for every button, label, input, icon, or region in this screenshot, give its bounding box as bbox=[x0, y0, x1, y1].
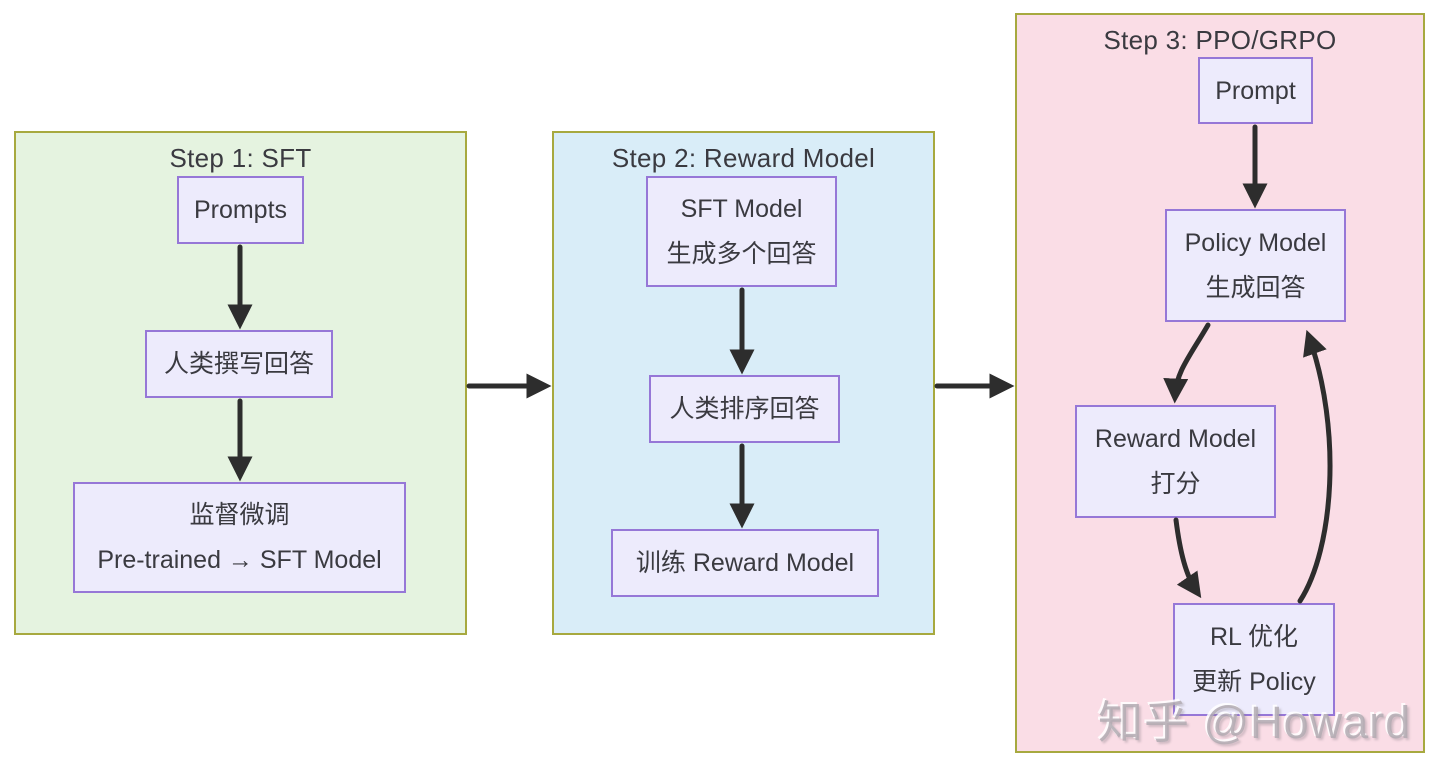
node-human-rank-answers: 人类排序回答 bbox=[649, 375, 840, 443]
node-sft-model-generate: SFT Model 生成多个回答 bbox=[646, 176, 837, 287]
node-sft-model-generate-line2: 生成多个回答 bbox=[666, 240, 817, 268]
node-prompt: Prompt bbox=[1198, 57, 1313, 124]
node-reward-model-score-line1: Reward Model bbox=[1094, 425, 1257, 453]
node-human-write-answer: 人类撰写回答 bbox=[145, 330, 333, 398]
node-rl-optimize-line2: 更新 Policy bbox=[1192, 668, 1316, 696]
node-human-rank-answers-label: 人类排序回答 bbox=[669, 395, 820, 423]
panel-step3-title: Step 3: PPO/GRPO bbox=[1103, 25, 1337, 55]
node-prompts: Prompts bbox=[177, 176, 304, 244]
node-train-reward-model-label: 训练 Reward Model bbox=[635, 549, 855, 577]
node-sft-model-generate-line1: SFT Model bbox=[680, 195, 803, 223]
node-reward-model-score: Reward Model 打分 bbox=[1075, 405, 1276, 518]
node-human-write-answer-label: 人类撰写回答 bbox=[163, 350, 314, 378]
node-train-reward-model: 训练 Reward Model bbox=[611, 529, 879, 597]
node-prompt-label: Prompt bbox=[1215, 76, 1296, 105]
node-reward-model-score-line2: 打分 bbox=[1150, 470, 1201, 498]
panel-step2-title: Step 2: Reward Model bbox=[611, 143, 876, 173]
node-rl-optimize-update-policy: RL 优化 更新 Policy bbox=[1173, 603, 1335, 716]
panel-step1-title: Step 1: SFT bbox=[169, 143, 312, 173]
node-policy-model-line1: Policy Model bbox=[1184, 229, 1327, 257]
node-supervised-finetune: 监督微调 Pre-trained → SFT Model bbox=[73, 482, 406, 593]
node-prompts-label: Prompts bbox=[193, 196, 288, 224]
watermark-zhihu-howard: 知乎 @Howard bbox=[1098, 697, 1412, 748]
node-policy-model-line2: 生成回答 bbox=[1205, 274, 1306, 302]
node-supervised-finetune-line2: Pre-trained → SFT Model bbox=[97, 546, 382, 574]
node-policy-model: Policy Model 生成回答 bbox=[1165, 209, 1346, 322]
node-supervised-finetune-line1: 监督微调 bbox=[189, 501, 290, 529]
node-rl-optimize-line1: RL 优化 bbox=[1210, 623, 1298, 651]
